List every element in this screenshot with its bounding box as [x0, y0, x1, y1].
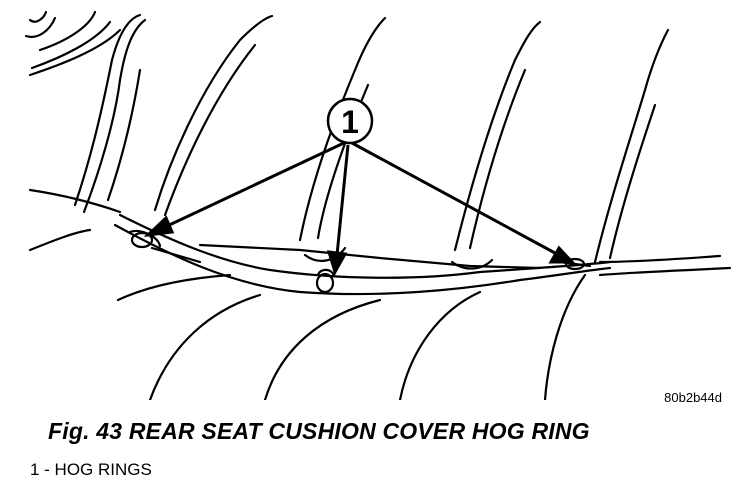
callout-number: 1 [341, 104, 359, 140]
callout-badge: 1 [326, 97, 374, 145]
legend-item: 1 - HOG RINGS [30, 460, 152, 479]
figure-legend: 1 - HOG RINGS [30, 460, 152, 480]
hog-ring-center [315, 268, 336, 294]
seat-back-bottom-edge [28, 188, 122, 214]
callout-arrows [143, 140, 576, 276]
cushion-rear-edge [113, 213, 612, 296]
seat-back-right-edge [598, 254, 722, 264]
reference-code: 80b2b44d [664, 390, 722, 405]
figure-title: Fig. 43 REAR SEAT CUSHION COVER HOG RING [48, 418, 590, 444]
cushion-front-contours [28, 228, 732, 400]
upper-left-trim [24, 10, 122, 77]
seat-cushion-illustration: 1 [24, 10, 732, 400]
